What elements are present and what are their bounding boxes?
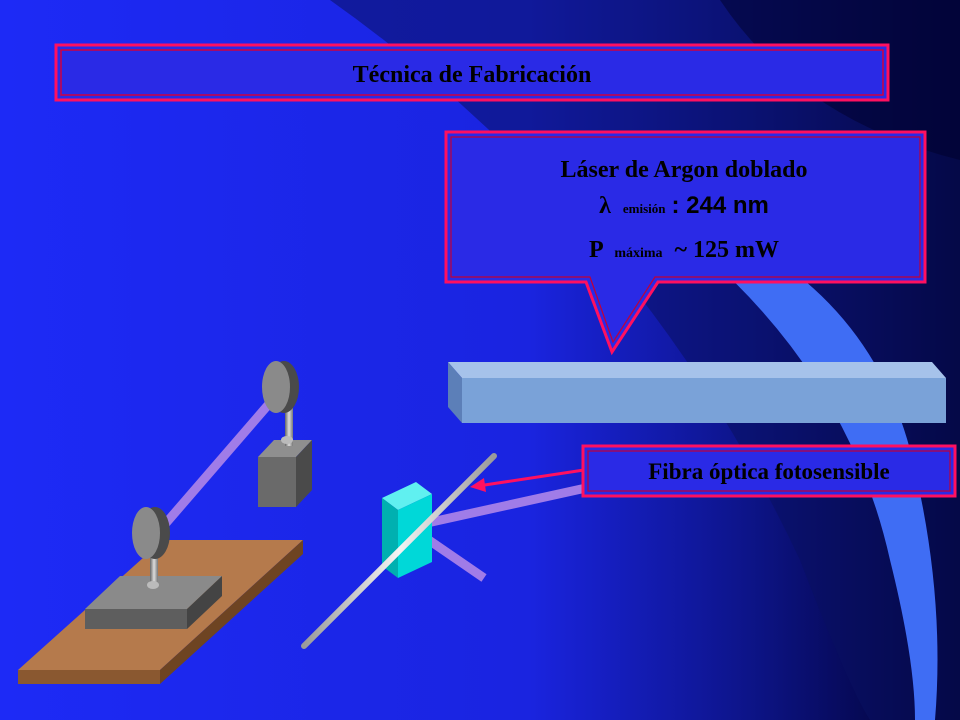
front-mirror <box>132 507 170 589</box>
base-block-side <box>187 576 222 629</box>
base-block-front <box>85 609 187 629</box>
optical-table-front <box>18 670 160 684</box>
power-value: ~ 125 mW <box>675 237 779 263</box>
title-box-inner-frame <box>60 49 884 96</box>
rear-block-top <box>258 440 312 457</box>
lambda-symbol: λ <box>599 193 611 219</box>
mirror-base-block <box>85 576 222 629</box>
fiber-pointer-line <box>477 468 585 488</box>
photosensitive-fiber <box>301 453 497 649</box>
fiber-label-inner-frame <box>587 450 951 492</box>
front-mirror-pole-collar <box>147 581 159 589</box>
rear-mount-block <box>258 440 312 507</box>
phase-mask-top <box>382 482 432 510</box>
laser-name: Láser de Argon doblado <box>561 157 808 183</box>
front-mirror-pole <box>150 548 158 588</box>
fiber-label: Fibra óptica fotosensible <box>648 459 890 484</box>
laser-tube-top <box>448 362 946 378</box>
optical-table-side <box>160 540 303 684</box>
rear-mirror-pole-collar <box>281 436 293 444</box>
lambda-subscript: emisión <box>623 201 666 216</box>
laser-tube <box>448 362 946 423</box>
fiber-label-box: Fibra óptica fotosensible <box>470 444 957 498</box>
beam-reflected-upper <box>417 481 596 530</box>
beam-mirror-to-mirror <box>156 387 285 533</box>
laser-callout-frame <box>444 130 927 356</box>
lambda-value: : 244 nm <box>672 192 769 219</box>
laser-callout: Láser de Argon doblado λ emisión : 244 n… <box>444 130 927 356</box>
laser-wavelength: λ emisión : 244 nm <box>599 192 769 219</box>
title-box: Técnica de Fabricación <box>54 43 890 102</box>
fiber-label-frame <box>581 444 957 498</box>
title-box-frame <box>54 43 890 102</box>
front-mirror-face <box>132 507 160 559</box>
slide-title: Técnica de Fabricación <box>353 62 592 88</box>
rear-mirror <box>262 361 299 446</box>
laser-power: P máxima ~ 125 mW <box>589 237 779 263</box>
rear-mirror-face <box>262 361 290 413</box>
rear-block-front <box>258 457 296 507</box>
laser-callout-inner-frame <box>450 136 921 344</box>
laser-tube-front <box>462 378 946 423</box>
fiber-pointer-arrowhead <box>470 478 486 492</box>
base-block-top <box>85 576 222 609</box>
rear-mirror-pole <box>285 398 293 446</box>
power-symbol: P <box>589 237 603 263</box>
power-subscript: máxima <box>614 246 662 261</box>
rear-block-side <box>296 440 312 507</box>
